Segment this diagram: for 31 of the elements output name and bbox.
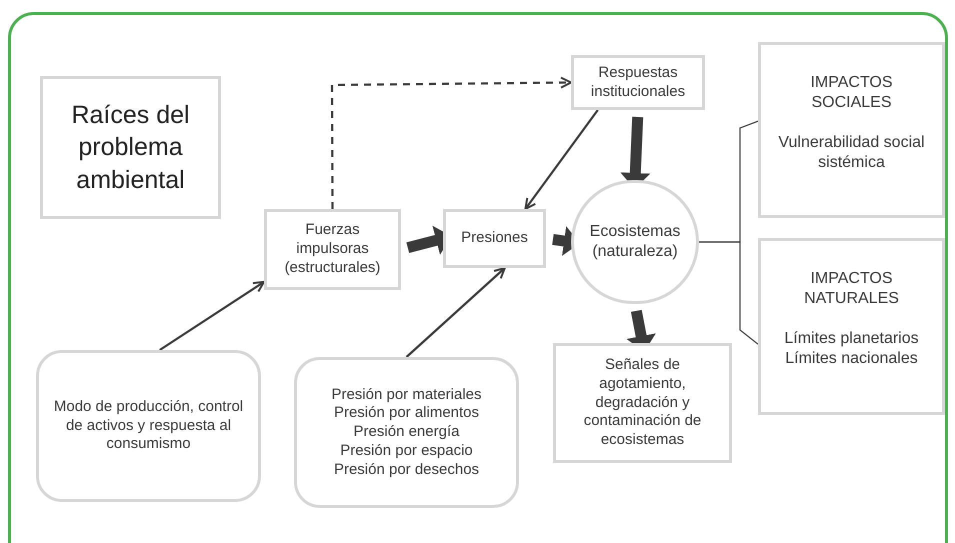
rounded-box <box>36 350 261 502</box>
node-text: Presiones <box>460 229 529 248</box>
process-box <box>571 55 705 110</box>
rounded-box <box>294 357 519 508</box>
impact-text: Vulnerabilidad social sistémica <box>777 133 926 173</box>
title-box <box>40 76 221 219</box>
arrow <box>330 76 572 209</box>
node-text: Señales de agotamiento, degradación y contaminación de ecosistemas <box>582 356 702 450</box>
impact-box <box>758 42 945 218</box>
impact-box <box>758 238 945 415</box>
impact-text: Límites planetarios <box>783 329 920 349</box>
impact-heading: IMPACTOS SOCIALES <box>809 73 894 113</box>
list-item: Presión energía <box>352 423 460 442</box>
node-text: Respuestas institucionales <box>590 64 686 102</box>
process-box <box>443 209 546 268</box>
impact-text: Límites nacionales <box>784 349 919 369</box>
node-text: Modo de producción, control de activos y respuesta al consumismo <box>52 398 244 454</box>
arrow <box>524 109 599 210</box>
heading-text: Raíces del problema ambiental <box>70 100 191 196</box>
arrow <box>406 267 506 358</box>
impact-heading: IMPACTOS NATURALES <box>803 269 900 309</box>
list-item: Presión por materiales <box>330 386 483 404</box>
bracket-line <box>699 241 758 345</box>
list-item: Presión por desechos <box>332 460 480 480</box>
node-text: Fuerzas impulsoras (estructurales) <box>284 221 382 278</box>
process-box <box>553 343 732 463</box>
node-text: Ecosistemas (naturaleza) <box>588 222 682 262</box>
list-item: Presión por alimentos <box>332 404 480 424</box>
process-box <box>264 209 401 290</box>
arrow <box>159 280 265 351</box>
list-item: Presión por espacio <box>339 442 474 461</box>
